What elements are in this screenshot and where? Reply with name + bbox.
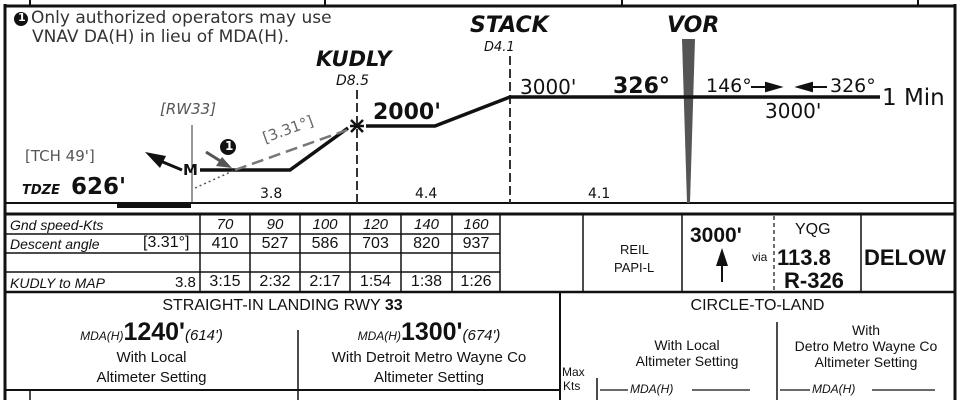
mda-value: 1300' — [400, 318, 463, 346]
descent-rate-cell: 820 — [413, 234, 440, 252]
missed-nav-fix: YQG — [795, 221, 831, 238]
kudly-altitude: 2000' — [373, 100, 441, 125]
glidepath-angle-label: [3.31°] — [260, 112, 316, 147]
descent-rate-cell: 586 — [311, 234, 339, 252]
remote-setting-line2: Altimeter Setting — [373, 369, 485, 386]
time-cell: 1:54 — [359, 273, 392, 290]
mda-height: (614') — [185, 327, 223, 344]
note-arrow — [205, 150, 223, 164]
descent-angle-label: Descent angle — [10, 236, 100, 252]
mda-height: (674') — [462, 327, 501, 344]
missed-nav-radial: R-326 — [784, 268, 844, 293]
straight-in-runway: 33 — [384, 297, 403, 314]
missed-approach-fix: DELOW — [864, 245, 946, 270]
climb-arrowhead — [716, 248, 728, 266]
stack-altitude: 3000' — [520, 75, 577, 99]
mda-label: MDA(H) — [357, 329, 401, 343]
local-setting-line2: Altimeter Setting — [96, 369, 207, 386]
straight-in-title: STRAIGHT-IN LANDING RWY 33 — [5, 298, 560, 314]
remote-mda: MDA(H)1300'(674') — [298, 320, 560, 345]
gnd-speed-label: Gnd speed-Kts — [10, 217, 104, 233]
tdze-label: TDZE — [22, 183, 60, 198]
vor-wedge — [682, 39, 695, 203]
distance-segment: 4.4 — [415, 186, 438, 202]
speed-cell: 140 — [413, 216, 440, 233]
descent-rate-cell: 410 — [211, 234, 239, 252]
speed-cell: 90 — [266, 216, 284, 233]
note-marker: 1 — [225, 139, 234, 153]
max-kts-label: Max — [562, 365, 585, 379]
lighting-papi: PAPI-L — [614, 260, 655, 275]
holding-inbound: 326° — [830, 75, 876, 97]
holding-leg-time: 1 Min — [882, 85, 945, 111]
runway-bar — [117, 202, 191, 208]
vnav-glidepath — [234, 128, 348, 172]
stack-dme: D4.1 — [484, 40, 515, 55]
note-arrowhead — [216, 157, 232, 168]
kudly-fix-name: KUDLY — [316, 47, 392, 71]
local-mda: MDA(H)1240'(614') — [5, 320, 298, 345]
kudly-dme: D8.5 — [336, 73, 370, 89]
missed-approach-arrowhead — [145, 152, 166, 168]
circle-local-line1: With Local — [654, 337, 720, 353]
max-kts-label: Kts — [563, 379, 581, 393]
note-marker-icon — [220, 139, 236, 155]
circle-to-land-title: CIRCLE-TO-LAND — [690, 297, 825, 314]
distance-segment: 3.8 — [260, 186, 283, 202]
mda-value: 1240' — [123, 318, 185, 346]
time-cell: 3:15 — [209, 273, 241, 290]
descent-rate-cell: 937 — [462, 234, 490, 252]
holding-outbound: 146° — [706, 75, 752, 97]
kudly-map-label: KUDLY to MAP — [10, 275, 105, 291]
time-cell: 1:26 — [460, 273, 492, 290]
missed-nav-via: via — [752, 250, 768, 264]
tch-label: [TCH 49'] — [25, 147, 95, 165]
missed-approach-altitude: 3000' — [690, 224, 742, 247]
speed-cell: 160 — [463, 216, 489, 233]
circle-remote-line2: Altimeter Setting — [814, 354, 918, 370]
note-marker-icon — [14, 12, 28, 26]
time-cell: 2:17 — [309, 273, 341, 290]
circle-local-mda: MDA(H) — [630, 382, 674, 396]
speed-cell: 120 — [362, 216, 389, 233]
remote-setting-line1: With Detroit Metro Wayne Co — [331, 349, 527, 366]
mda-label: MDA(H) — [80, 329, 124, 343]
descent-rate-cell: 703 — [362, 234, 389, 252]
note-line-1: Only authorized operators may use — [31, 8, 332, 28]
kudly-fix-star-icon — [350, 119, 364, 133]
final-course: 326° — [613, 74, 670, 99]
descent-path — [200, 126, 350, 172]
distance-segment: 4.1 — [588, 186, 611, 202]
stack-fix-name: STACK — [470, 13, 549, 38]
speed-cell: 70 — [216, 216, 234, 233]
note-line-2: VNAV DA(H) in lieu of MDA(H). — [32, 27, 290, 47]
circle-remote-line0: With — [852, 322, 880, 338]
missed-nav-frequency: 113.8 — [777, 245, 831, 270]
descent-rate-cell: 527 — [261, 234, 289, 252]
time-cell: 1:38 — [410, 273, 443, 290]
runway-label: [RW33] — [160, 100, 217, 118]
holding-altitude: 3000' — [765, 99, 822, 123]
holding-arrows-icon — [751, 81, 827, 93]
note-marker: 1 — [18, 11, 26, 24]
descent-path — [366, 95, 880, 128]
circle-local-line2: Altimeter Setting — [635, 353, 739, 369]
tdze-value: 626' — [71, 174, 127, 200]
circle-remote-line1: Detro Metro Wayne Co — [794, 338, 938, 354]
straight-in-title-text: STRAIGHT-IN LANDING RWY — [162, 297, 381, 314]
lighting-reil: REIL — [620, 242, 649, 257]
glidepath-extension — [194, 169, 236, 189]
local-setting-line1: With Local — [116, 349, 187, 366]
speed-cell: 100 — [312, 216, 338, 233]
descent-angle-value: [3.31°] — [143, 234, 190, 251]
time-cell: 2:32 — [259, 273, 291, 290]
kudly-map-distance: 3.8 — [175, 274, 196, 291]
vor-name: VOR — [667, 13, 720, 38]
circle-remote-mda: MDA(H) — [812, 382, 856, 396]
map-marker: M — [183, 161, 198, 179]
